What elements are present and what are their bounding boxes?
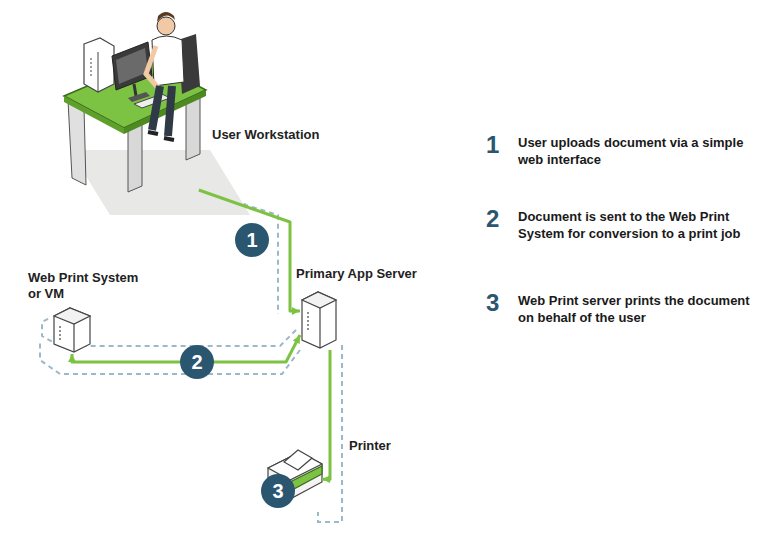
step-text: Document is sent to the Web Print System… — [518, 208, 750, 242]
device-node: Primary App Server — [300, 290, 338, 350]
step-number: 2 — [486, 205, 499, 233]
node-label: User Workstation — [212, 127, 319, 143]
step-text: Web Print server prints the document on … — [518, 292, 750, 326]
node-label: Web Print System or VM — [28, 270, 150, 302]
node-label: Primary App Server — [296, 266, 417, 282]
server-icon — [302, 292, 336, 348]
device-node: User Workstation — [62, 30, 206, 190]
flow-connector — [322, 350, 330, 483]
server-icon — [54, 308, 90, 352]
arrowhead — [322, 475, 330, 483]
connector-line — [322, 350, 330, 479]
step-number: 3 — [486, 289, 499, 317]
arrowhead — [293, 335, 300, 344]
callout-number: 3 — [261, 474, 295, 508]
callout-number: 2 — [180, 345, 214, 379]
connector-line — [199, 190, 300, 311]
callout-number: 1 — [235, 223, 269, 257]
device-node: Web Print System or VM — [52, 306, 92, 354]
step-number: 1 — [486, 131, 499, 159]
step-text: User uploads document via a simple web i… — [518, 134, 750, 168]
flow-connector — [199, 190, 300, 315]
arrowhead — [68, 354, 76, 362]
node-label: Printer — [349, 438, 391, 454]
dashed-flow — [40, 178, 342, 522]
workstation-illustration — [64, 12, 250, 215]
arrowhead — [292, 307, 300, 315]
